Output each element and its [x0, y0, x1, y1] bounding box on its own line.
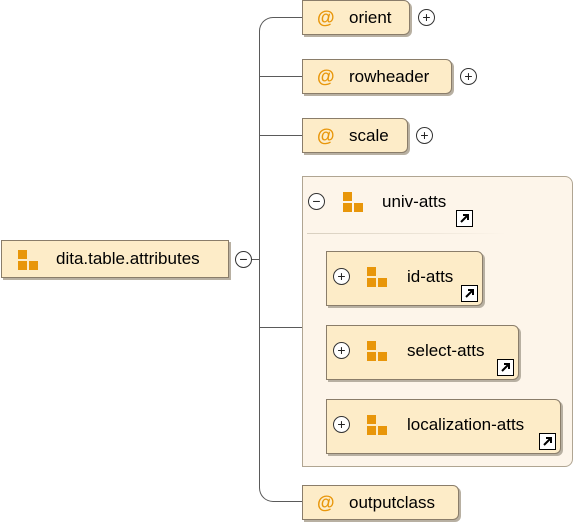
connector-univ-atts	[259, 327, 303, 328]
attribute-icon: @	[317, 492, 335, 512]
group-icon	[18, 250, 40, 272]
group-ref-id-atts[interactable]: + id-atts	[326, 251, 483, 306]
attribute-icon: @	[317, 7, 335, 27]
attribute-label: orient	[349, 7, 392, 27]
attribute-label: outputclass	[349, 492, 435, 512]
group-ref-select-atts[interactable]: + select-atts	[326, 325, 519, 380]
id-atts-label: id-atts	[407, 267, 454, 286]
expand-select-atts-toggle[interactable]: +	[333, 342, 350, 359]
group-icon	[343, 192, 365, 214]
expand-localization-atts-toggle[interactable]: +	[333, 416, 350, 433]
attribute-scale[interactable]: @ scale	[302, 118, 408, 153]
reference-link-icon[interactable]	[497, 359, 514, 376]
expand-id-atts-toggle[interactable]: +	[333, 268, 350, 285]
root-collapse-toggle[interactable]: −	[235, 251, 252, 268]
connector-top-curve	[259, 17, 303, 35]
attribute-rowheader[interactable]: @ rowheader	[302, 59, 452, 94]
group-icon	[367, 415, 389, 437]
select-atts-label: select-atts	[407, 341, 485, 360]
reference-link-icon[interactable]	[456, 210, 473, 227]
connector-rowheader	[259, 76, 303, 77]
connector-trunk	[259, 32, 260, 488]
group-header-divider	[307, 233, 507, 234]
attribute-orient[interactable]: @ orient	[302, 0, 410, 35]
reference-link-icon[interactable]	[539, 433, 556, 450]
reference-link-icon[interactable]	[461, 285, 478, 302]
attribute-label: rowheader	[349, 66, 430, 86]
localization-atts-label: localization-atts	[407, 415, 525, 434]
group-icon	[367, 267, 389, 289]
univ-atts-collapse-toggle[interactable]: −	[308, 193, 325, 210]
univ-atts-label: univ-atts	[382, 192, 447, 211]
connector-root	[252, 259, 260, 260]
univ-atts-group[interactable]: − univ-atts + id-atts + select-atts +	[302, 176, 573, 467]
attribute-outputclass[interactable]: @ outputclass	[302, 485, 459, 520]
group-ref-localization-atts[interactable]: + localization-atts	[326, 399, 561, 454]
connector-bottom-curve	[259, 484, 303, 502]
group-icon	[367, 341, 389, 363]
expand-orient-toggle[interactable]: +	[418, 9, 435, 26]
attribute-icon: @	[317, 66, 335, 86]
root-node[interactable]: dita.table.attributes	[1, 240, 229, 278]
attribute-icon: @	[317, 125, 335, 145]
attribute-label: scale	[349, 125, 389, 145]
expand-rowheader-toggle[interactable]: +	[460, 68, 477, 85]
expand-scale-toggle[interactable]: +	[416, 127, 433, 144]
root-label: dita.table.attributes	[56, 249, 200, 268]
connector-scale	[259, 135, 303, 136]
